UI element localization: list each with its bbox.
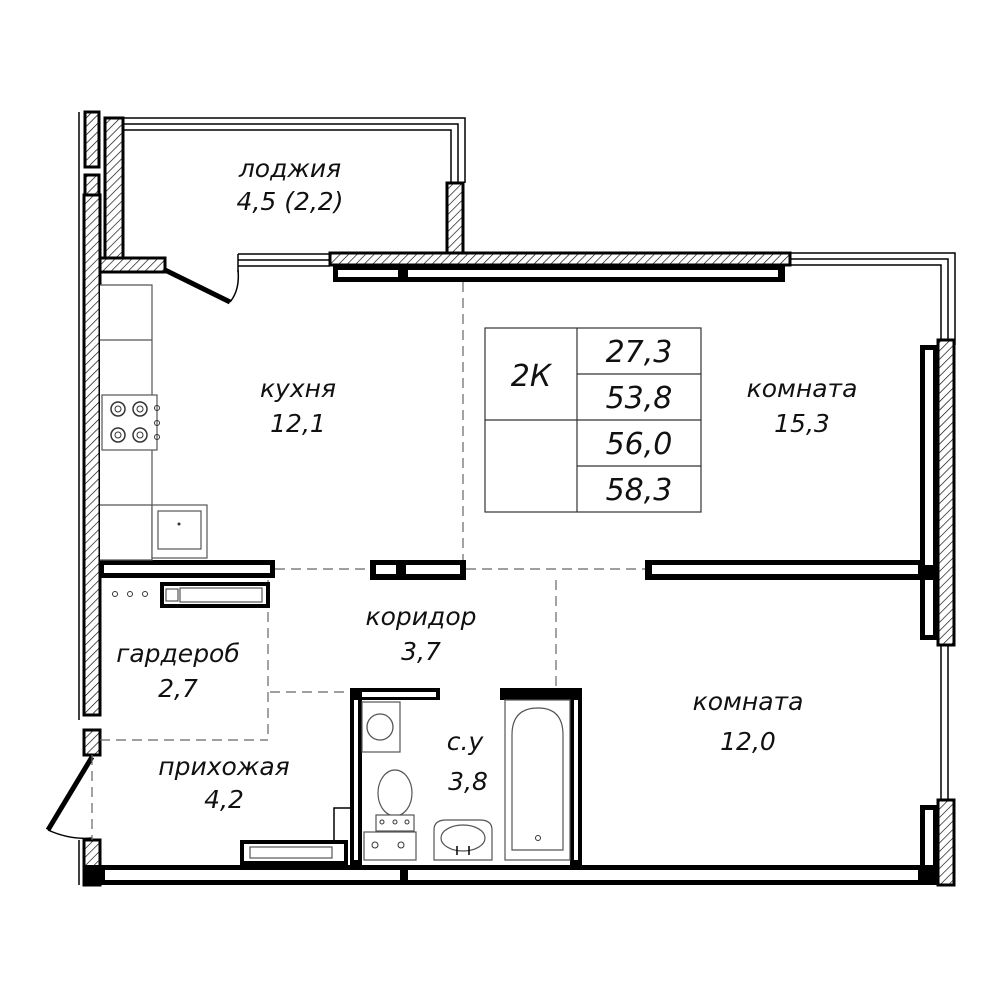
room-dividers <box>91 282 645 840</box>
outer-walls <box>78 112 956 887</box>
wardrobe-shelf <box>112 582 270 608</box>
hall-shelf <box>240 807 350 865</box>
kitchen-area: 12,1 <box>270 409 326 438</box>
room-label-wardrobe: гардероб 2,7 <box>116 639 240 703</box>
loggia-walls <box>83 110 466 260</box>
stove-icon <box>101 394 160 451</box>
doors <box>45 267 240 840</box>
hall-name: прихожая <box>158 752 289 781</box>
room-label-bathroom: с.у 3,8 <box>447 727 488 796</box>
summary-value: 27,3 <box>606 335 673 370</box>
wardrobe-name: гардероб <box>116 639 240 668</box>
kitchen-name: кухня <box>260 374 336 403</box>
room-label-room2: комната 12,0 <box>693 687 804 756</box>
hall-area: 4,2 <box>204 785 244 814</box>
kitchen-sink-icon <box>151 504 208 559</box>
apartment-type: 2К <box>511 359 553 394</box>
room-label-corridor: коридор 3,7 <box>366 602 477 666</box>
room2-name: комната <box>693 687 804 716</box>
room-label-kitchen: кухня 12,1 <box>260 374 336 438</box>
summary-value: 58,3 <box>606 473 673 508</box>
corridor-area: 3,7 <box>401 637 441 666</box>
room-label-hall: прихожая 4,2 <box>158 752 289 814</box>
room1-name: комната <box>747 374 858 403</box>
room-label-room1: комната 15,3 <box>747 374 858 438</box>
bathroom-sink-icon <box>433 819 493 861</box>
loggia-name: лоджия <box>238 154 341 183</box>
loggia-area: 4,5 (2,2) <box>237 187 344 216</box>
room2-area: 12,0 <box>720 727 776 756</box>
area-summary-table: 2К 27,3 53,8 56,0 58,3 <box>484 327 702 513</box>
washing-machine-icon <box>361 701 401 753</box>
summary-value: 53,8 <box>606 381 673 416</box>
shower-tray <box>363 831 417 861</box>
toilet-icon <box>375 769 415 832</box>
room1-area: 15,3 <box>774 409 830 438</box>
summary-value: 56,0 <box>606 427 673 462</box>
bathroom-name: с.у <box>447 727 485 756</box>
bathroom-area: 3,8 <box>448 767 488 796</box>
bathtub-icon <box>504 699 571 861</box>
corridor-name: коридор <box>366 602 477 631</box>
wardrobe-area: 2,7 <box>158 674 198 703</box>
interior-walls <box>100 560 925 865</box>
room-label-loggia: лоджия 4,5 (2,2) <box>237 154 344 216</box>
